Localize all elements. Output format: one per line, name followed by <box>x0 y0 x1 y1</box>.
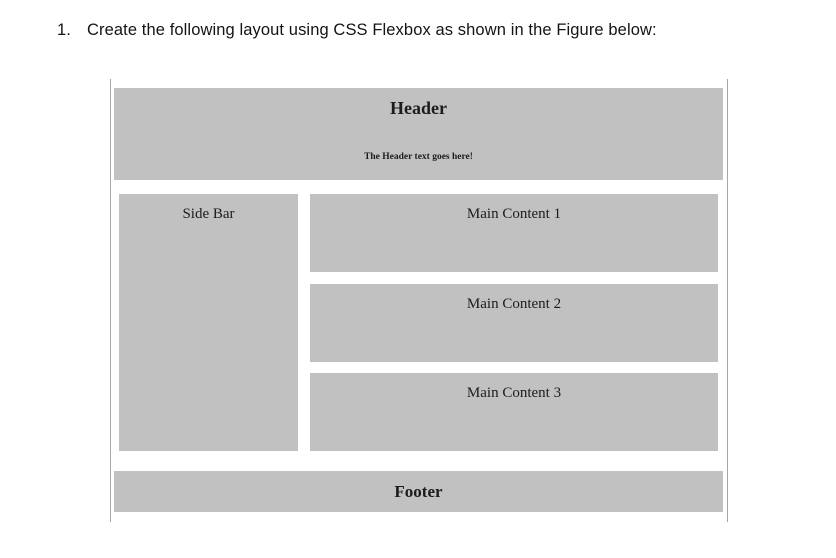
figure-left-border <box>110 79 111 522</box>
figure-right-border <box>727 79 728 522</box>
figure-main-content-2-box: Main Content 2 <box>310 284 718 362</box>
list-number: 1. <box>57 21 71 39</box>
main-content-3-label: Main Content 3 <box>466 385 562 401</box>
figure-header-box: Header The Header text goes here! <box>114 88 723 180</box>
instruction-line: 1. Create the following layout using CSS… <box>57 21 657 40</box>
instruction-text: Create the following layout using CSS Fl… <box>86 21 657 39</box>
header-subtitle: The Header text goes here! <box>364 152 473 162</box>
figure-sidebar-box: Side Bar <box>119 194 298 451</box>
footer-label: Footer <box>394 481 443 501</box>
main-content-2-label: Main Content 2 <box>466 296 562 312</box>
figure-main-content-1-box: Main Content 1 <box>310 194 718 272</box>
figure-footer-box: Footer <box>114 471 723 512</box>
figure-main-content-3-box: Main Content 3 <box>310 373 718 451</box>
main-content-1-label: Main Content 1 <box>466 206 562 222</box>
header-title: Header <box>390 98 447 118</box>
sidebar-label: Side Bar <box>182 206 235 222</box>
